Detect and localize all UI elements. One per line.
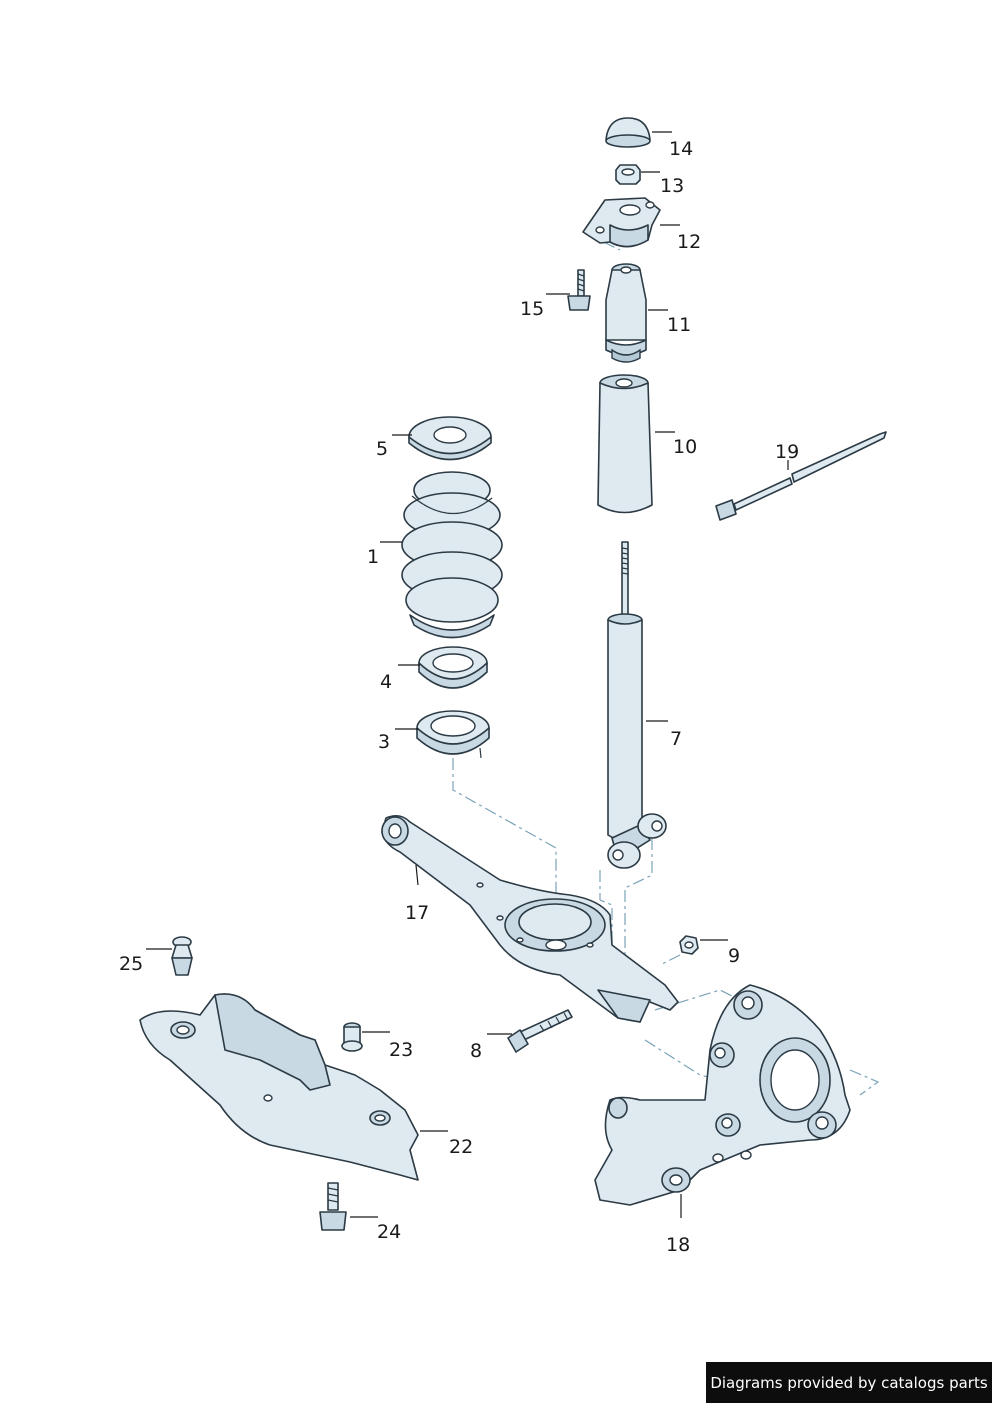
part-13-nut[interactable] (615, 164, 641, 185)
label-9: 9 (728, 945, 740, 967)
footer-text: Diagrams provided by catalogs parts (710, 1373, 988, 1392)
part-18-wheel-carrier[interactable] (594, 984, 851, 1206)
part-17-control-arm[interactable] (381, 814, 679, 1023)
label-18: 18 (666, 1234, 690, 1256)
label-7: 7 (670, 728, 682, 750)
label-1: 1 (367, 546, 379, 568)
label-22: 22 (449, 1136, 473, 1158)
label-15: 15 (520, 298, 544, 320)
part-4-lower-spring-pad[interactable] (418, 646, 488, 689)
label-13: 13 (660, 175, 684, 197)
label-5: 5 (376, 438, 388, 460)
part-3-spring-seat[interactable] (416, 710, 490, 759)
label-23: 23 (389, 1039, 413, 1061)
label-14: 14 (669, 138, 693, 160)
part-9-nut[interactable] (679, 935, 699, 955)
callout-labels: 14 13 12 15 11 10 19 5 1 4 3 7 17 9 8 25… (119, 138, 799, 1256)
label-11: 11 (667, 314, 691, 336)
part-11-bump-stop[interactable] (605, 263, 647, 363)
label-3: 3 (378, 731, 390, 753)
label-17: 17 (405, 902, 429, 924)
label-19: 19 (775, 441, 799, 463)
label-4: 4 (380, 671, 392, 693)
label-25: 25 (119, 953, 143, 975)
label-24: 24 (377, 1221, 401, 1243)
part-23-bush[interactable] (341, 1022, 363, 1052)
part-22-subframe-bracket[interactable] (139, 993, 419, 1181)
part-5-upper-spring-seat[interactable] (408, 416, 492, 461)
label-10: 10 (673, 436, 697, 458)
part-19-cable-tie[interactable] (715, 431, 887, 521)
footer-credit: Diagrams provided by catalogs parts (706, 1362, 992, 1403)
part-1-coil-spring[interactable] (401, 471, 503, 639)
leader-lines (146, 131, 789, 1218)
part-15-bolt[interactable] (567, 269, 591, 311)
part-8-bolt[interactable] (507, 1009, 573, 1053)
part-14-dust-cap[interactable] (605, 117, 651, 148)
part-12-top-mount[interactable] (582, 197, 661, 248)
part-24-bolt[interactable] (319, 1182, 347, 1231)
part-7-shock-absorber[interactable] (607, 541, 667, 869)
label-8: 8 (470, 1040, 482, 1062)
label-12: 12 (677, 231, 701, 253)
part-10-protective-tube[interactable] (597, 374, 653, 514)
assembly-lines (452, 231, 880, 1096)
part-25-clip[interactable] (171, 936, 193, 976)
